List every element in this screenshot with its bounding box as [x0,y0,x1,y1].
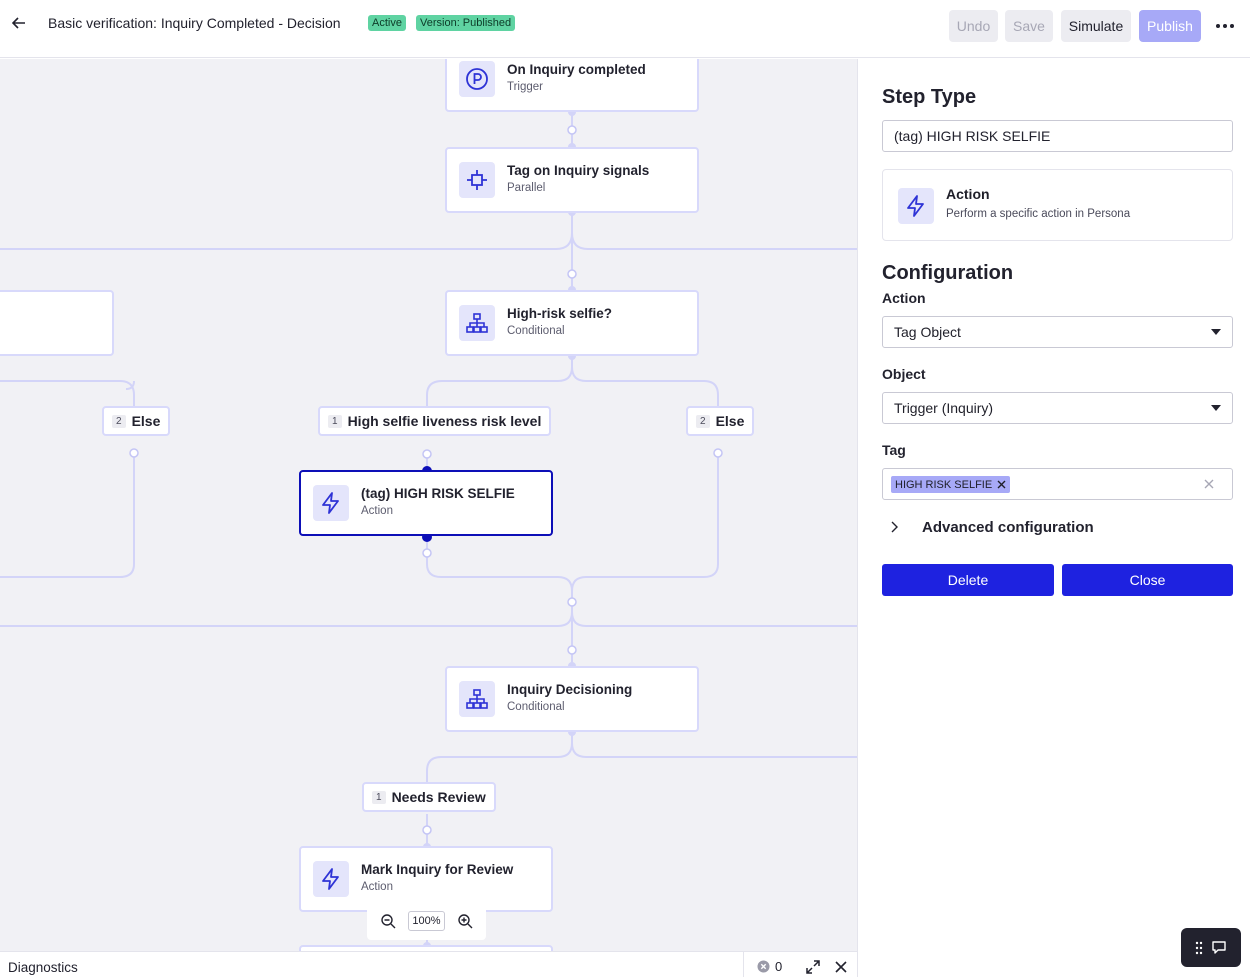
tag-chip: HIGH RISK SELFIE [891,476,1011,493]
error-circle-icon [757,960,770,973]
node-subtitle: Parallel [507,182,546,194]
tag-input[interactable]: HIGH RISK SELFIE [882,468,1233,500]
branch-text: Else [715,413,745,429]
caret-down-icon [1211,329,1221,335]
node-title: (tag) HIGH RISK SELFIE [361,486,515,501]
status-badge: Active [368,15,406,31]
step-type-card[interactable]: Action Perform a specific action in Pers… [882,169,1233,241]
object-label: Object [882,366,926,382]
remove-tag-icon[interactable] [997,480,1006,489]
top-bar: Basic verification: Inquiry Completed - … [0,0,1250,58]
zoom-level[interactable]: 100% [408,911,445,931]
node-title: High-risk selfie? [507,306,613,321]
workflow-node-partial[interactable] [0,290,114,356]
undo-button[interactable]: Undo [949,10,998,42]
workflow-canvas[interactable]: On Inquiry completed Trigger Tag on Inqu… [0,59,857,951]
expand-icon[interactable] [805,959,821,975]
clear-icon[interactable] [1202,477,1216,491]
step-name-input[interactable]: (tag) HIGH RISK SELFIE [882,120,1233,152]
close-button[interactable]: Close [1062,564,1233,596]
diagnostics-label[interactable]: Diagnostics [8,960,78,975]
object-select[interactable]: Trigger (Inquiry) [882,392,1233,424]
divider [743,952,744,977]
zoom-in-icon[interactable] [455,911,475,931]
node-subtitle: Trigger [507,81,543,93]
zoom-out-icon[interactable] [378,911,398,931]
node-title: Mark Inquiry for Review [361,862,514,877]
workflow-node-partial[interactable] [299,945,553,951]
branch-label-else[interactable]: 2 Else [686,406,755,436]
action-label: Action [882,290,926,306]
back-arrow-icon[interactable] [8,12,30,34]
branch-number: 2 [696,414,710,428]
version-badge: Version: Published [416,15,516,31]
chat-widget-button[interactable] [1181,928,1241,967]
branch-text: Else [131,413,161,429]
zoom-controls: 100% [367,902,486,940]
node-subtitle: Action [361,505,393,517]
node-subtitle: Conditional [507,701,565,713]
conditional-node[interactable]: Inquiry Decisioning Conditional [445,666,699,732]
drag-handle-icon [1195,941,1203,954]
publish-button[interactable]: Publish [1139,10,1201,42]
workflow-edges [0,108,857,951]
caret-down-icon [1211,405,1221,411]
branch-number: 2 [112,414,126,428]
step-card-title: Action [946,186,990,202]
advanced-configuration-label: Advanced configuration [922,518,1094,536]
action-select-value: Tag Object [894,324,961,340]
error-count[interactable]: 0 [757,959,782,974]
tag-label: Tag [882,442,906,458]
configuration-heading: Configuration [882,262,1014,284]
close-icon[interactable] [833,959,849,975]
persona-logo-icon [459,61,495,97]
delete-button[interactable]: Delete [882,564,1054,596]
diagnostics-bar: Diagnostics 0 [0,951,857,977]
tag-chip-label: HIGH RISK SELFIE [895,478,993,491]
node-title: Tag on Inquiry signals [507,163,650,178]
step-card-description: Perform a specific action in Persona [946,208,1131,220]
branch-number: 1 [372,790,386,804]
branch-label-needs-review[interactable]: 1 Needs Review [362,782,496,812]
branch-label-else[interactable]: 2 Else [102,406,171,436]
branch-number: 1 [328,414,342,428]
error-count-value: 0 [775,959,783,974]
branch-label-high-selfie[interactable]: 1 High selfie liveness risk level [318,406,552,436]
parallel-icon [459,162,495,198]
branch-text: High selfie liveness risk level [347,413,542,429]
node-title: Inquiry Decisioning [507,682,633,697]
more-options-icon[interactable] [1212,14,1238,38]
node-subtitle: Action [361,881,393,893]
chevron-right-icon [882,521,906,533]
hierarchy-icon [459,681,495,717]
simulate-button[interactable]: Simulate [1061,10,1131,42]
lightning-icon [313,861,349,897]
node-subtitle: Conditional [507,325,565,337]
workflow-title: Basic verification: Inquiry Completed - … [48,15,341,31]
advanced-configuration-toggle[interactable]: Advanced configuration [882,515,1233,539]
branch-text: Needs Review [391,789,486,805]
object-select-value: Trigger (Inquiry) [894,400,994,416]
step-type-heading: Step Type [882,86,977,108]
trigger-node[interactable]: On Inquiry completed Trigger [445,59,699,112]
lightning-icon [313,485,349,521]
hierarchy-icon [459,305,495,341]
step-config-panel: Step Type (tag) HIGH RISK SELFIE Action … [857,59,1250,977]
conditional-node[interactable]: High-risk selfie? Conditional [445,290,699,356]
lightning-icon [898,188,934,224]
node-title: On Inquiry completed [507,62,646,77]
parallel-node[interactable]: Tag on Inquiry signals Parallel [445,147,699,213]
save-button[interactable]: Save [1005,10,1053,42]
action-select[interactable]: Tag Object [882,316,1233,348]
chat-bubble-icon [1212,941,1226,954]
action-node-selected[interactable]: (tag) HIGH RISK SELFIE Action [299,470,553,536]
